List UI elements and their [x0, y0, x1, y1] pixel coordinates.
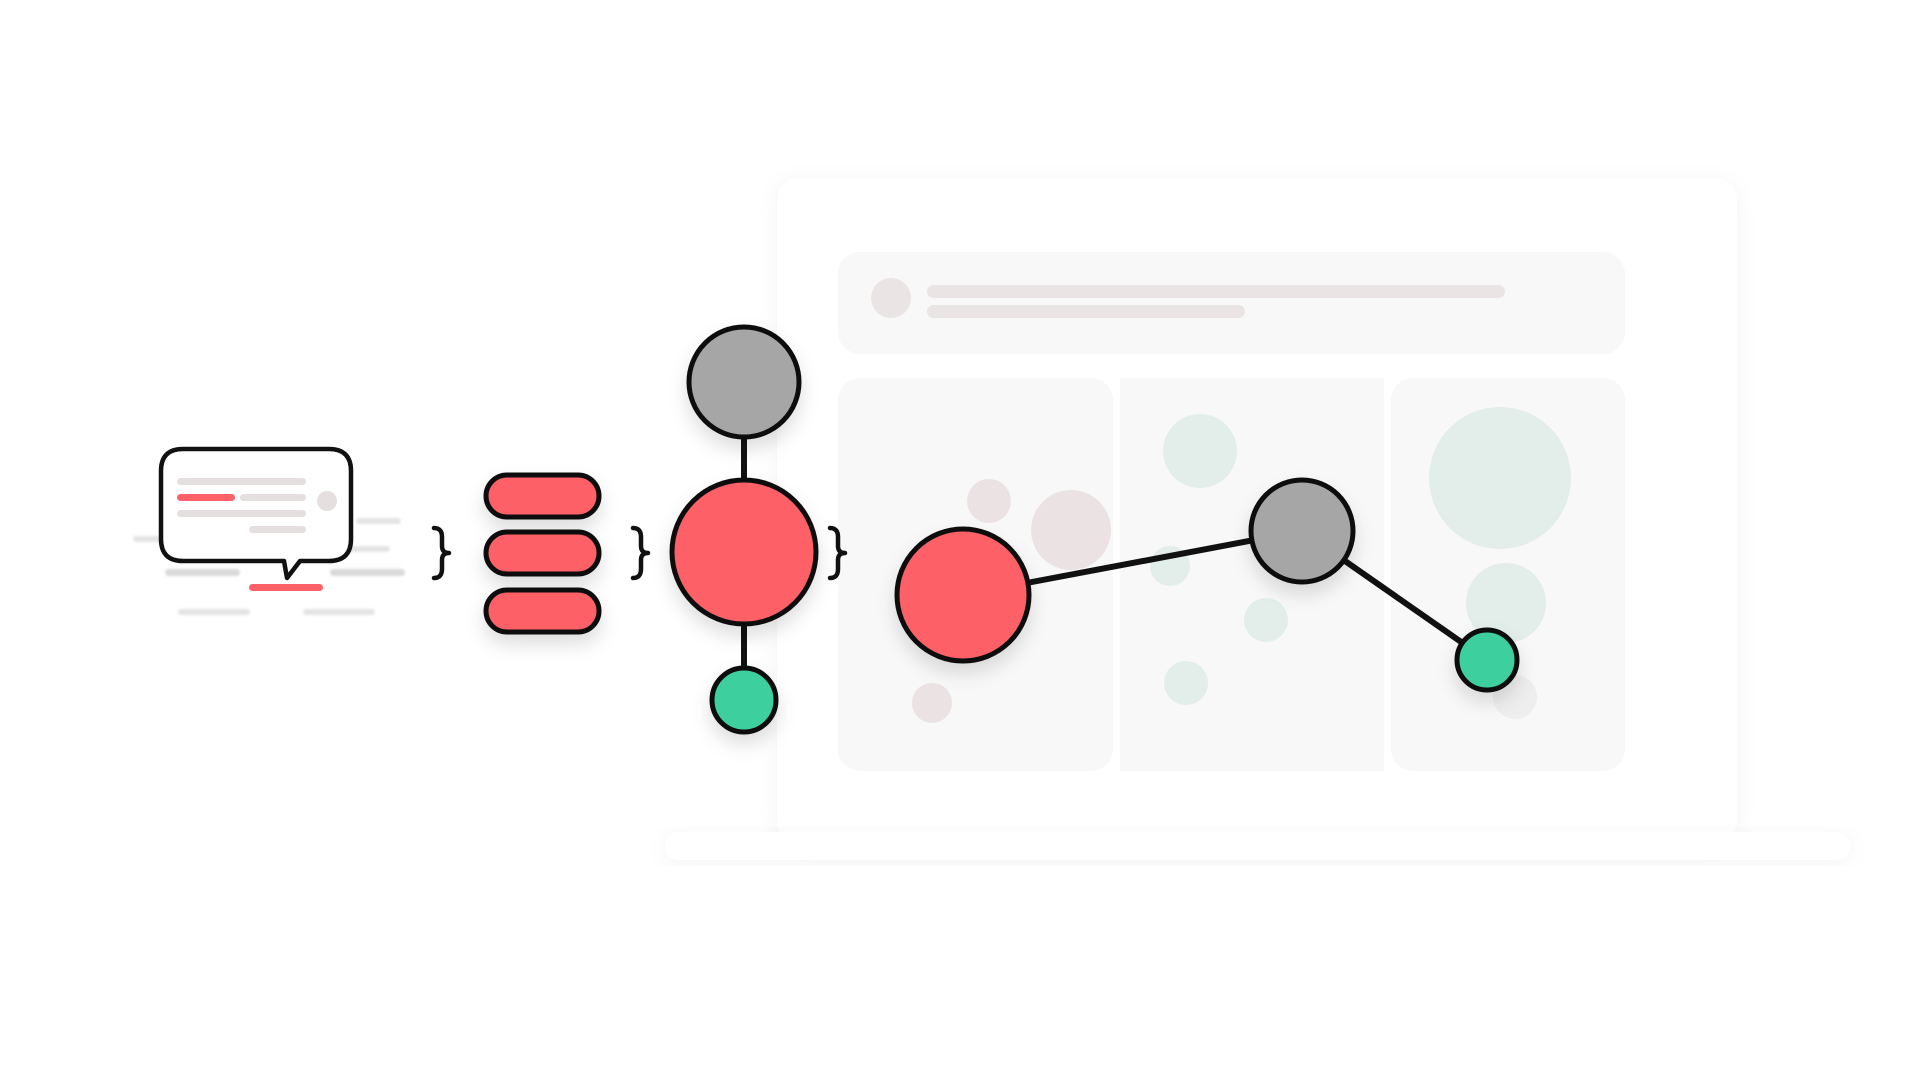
background-dot-8 — [1429, 407, 1571, 549]
chat-background-lines — [133, 518, 405, 615]
graph-node-center — [669, 477, 819, 627]
graph-node-top — [686, 324, 802, 440]
brace-1 — [431, 525, 452, 581]
background-dot-2 — [1031, 490, 1111, 570]
background-dot-3 — [912, 683, 952, 723]
header-avatar — [871, 278, 911, 318]
chat-avatar-dot — [317, 491, 337, 511]
background-dot-7 — [1164, 661, 1208, 705]
chart-node-gray — [1248, 477, 1356, 585]
chat-text-line-3 — [177, 510, 306, 517]
brace-3 — [827, 525, 848, 581]
dashboard-header-card — [838, 252, 1625, 354]
chart-node-green — [1454, 627, 1520, 693]
header-line-short — [927, 305, 1245, 318]
brace-2 — [630, 525, 651, 581]
node-graph-icon — [669, 324, 819, 735]
stack-pill-2 — [483, 529, 602, 577]
background-dot-9 — [1466, 563, 1546, 643]
chat-red-underline — [249, 584, 323, 591]
chat-bubble-icon — [133, 446, 405, 615]
background-dot-4 — [1163, 414, 1237, 488]
chart-node-path — [894, 477, 1520, 693]
background-dot-6 — [1244, 598, 1288, 642]
stacked-pills-icon — [483, 472, 602, 635]
laptop-base — [665, 832, 1850, 860]
chat-text-line-4 — [249, 526, 306, 533]
chat-text-line-1 — [177, 478, 306, 485]
stack-pill-1 — [483, 472, 602, 520]
graph-node-bottom — [709, 665, 779, 735]
chat-text-highlight — [177, 494, 235, 501]
chat-text-line-2 — [240, 494, 306, 501]
background-dot-1 — [967, 479, 1011, 523]
curly-brace-icon — [431, 525, 848, 581]
stack-pill-3 — [483, 587, 602, 635]
chart-node-red — [894, 526, 1032, 664]
header-line-long — [927, 285, 1505, 298]
